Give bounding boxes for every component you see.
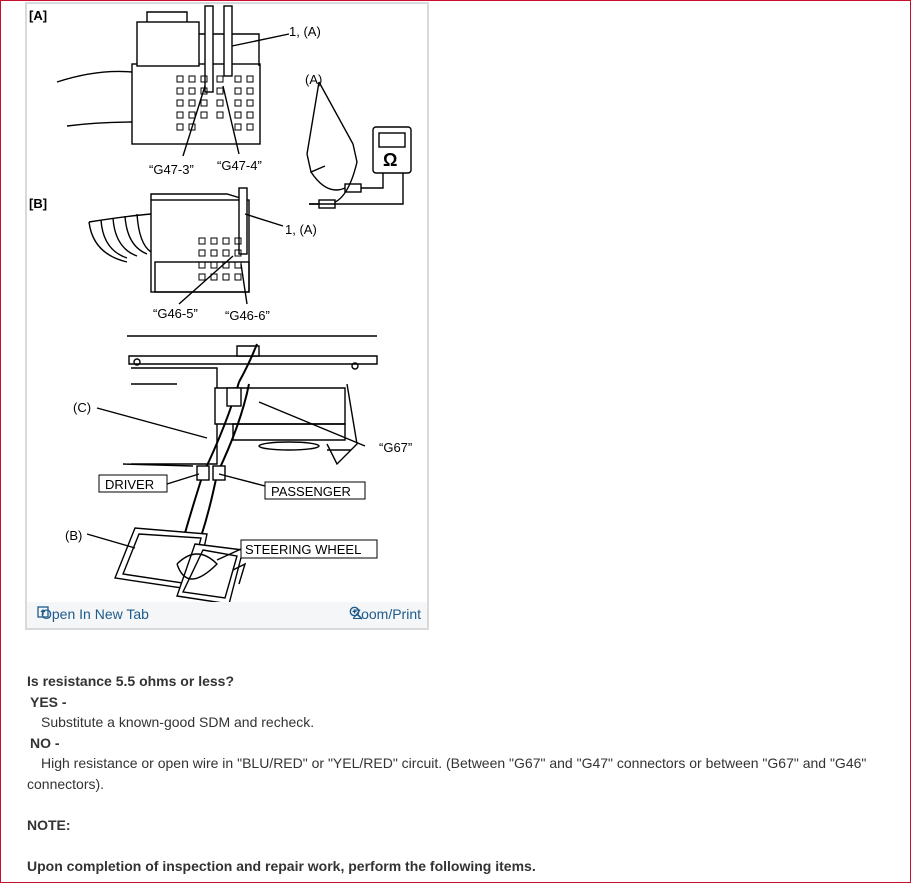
- no-label: NO -: [30, 734, 60, 751]
- callout-1a-top: 1, (A): [289, 24, 321, 39]
- connector-g67-label: “G67”: [379, 440, 412, 455]
- completion-text: Upon completion of inspection and repair…: [27, 857, 536, 874]
- callout-1a-mid: 1, (A): [285, 222, 317, 237]
- probe-label: (A): [305, 72, 322, 87]
- no-text-body: High resistance or open wire in "BLU/RED…: [27, 755, 867, 792]
- note-label: NOTE:: [27, 816, 71, 833]
- question-text: Is resistance 5.5 ohms or less?: [27, 673, 234, 689]
- open-new-tab-label: Open In New Tab: [41, 606, 149, 622]
- terminal-g46-5: “G46-5”: [153, 306, 198, 321]
- terminal-g47-3: “G47-3”: [149, 162, 194, 177]
- wiring-diagram-figure: [A] 1, (A) (A) Ω “G47-3” “G47-4” [B] 1, …: [25, 2, 429, 630]
- ohm-symbol: Ω: [383, 150, 397, 170]
- driver-label: DRIVER: [105, 477, 154, 492]
- passenger-label: PASSENGER: [271, 484, 351, 499]
- yes-text: Substitute a known-good SDM and recheck.: [41, 714, 315, 730]
- yes-label: YES -: [30, 693, 67, 710]
- label-b-part: (B): [65, 528, 82, 543]
- terminal-g47-4: “G47-4”: [217, 158, 262, 173]
- terminal-g46-6: “G46-6”: [225, 308, 270, 323]
- diagram-illustration: [A] 1, (A) (A) Ω “G47-3” “G47-4” [B] 1, …: [29, 5, 412, 604]
- no-text: High resistance or open wire in "BLU/RED…: [27, 753, 867, 794]
- open-new-tab-button[interactable]: Open In New Tab: [37, 606, 149, 622]
- figure-label-b: [B]: [29, 196, 47, 211]
- zoom-print-label: Zoom/Print: [352, 606, 421, 622]
- zoom-print-button[interactable]: Zoom/Print: [349, 606, 421, 622]
- steering-wheel-label: STEERING WHEEL: [245, 542, 361, 557]
- procedure-content: Is resistance 5.5 ohms or less? YES - Su…: [27, 671, 867, 876]
- label-c: (C): [73, 400, 91, 415]
- figure-toolbar: Open In New Tab Zoom/Print: [27, 602, 427, 628]
- figure-label-a: [A]: [29, 8, 47, 23]
